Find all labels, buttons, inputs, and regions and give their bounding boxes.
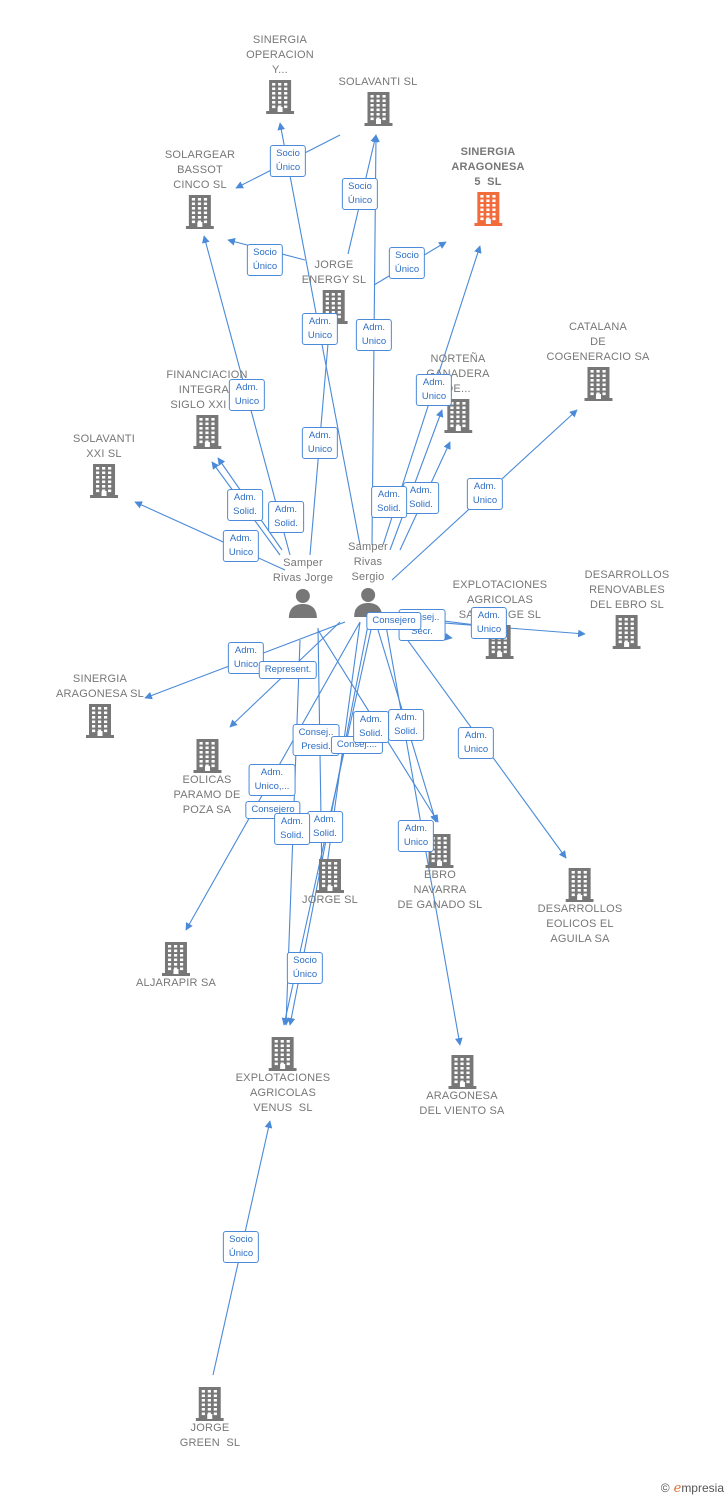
relation-label[interactable]: Adm. Solid.	[307, 811, 343, 843]
company-node-solavanti-sl[interactable]: SOLAVANTI SL	[338, 75, 417, 126]
relation-label[interactable]: Adm. Unico	[466, 478, 504, 510]
node-label: EBRO NAVARRA DE GANADO SL	[397, 869, 483, 911]
relation-label[interactable]: Consejero	[366, 612, 422, 630]
company-node-eolicas-paramo[interactable]: EOLICAS PARAMO DE POZA SA	[174, 737, 241, 818]
node-label: SOLAVANTI XXI SL	[73, 433, 135, 460]
node-label: CATALANA DE COGENERACIO SA	[546, 321, 650, 363]
person-icon	[273, 588, 333, 618]
relation-label[interactable]: Adm. Unico	[397, 820, 435, 852]
company-node-aragonesa-viento[interactable]: ARAGONESA DEL VIENTO SA	[419, 1053, 504, 1119]
building-icon	[451, 192, 524, 226]
node-label: ARAGONESA DEL VIENTO SA	[419, 1090, 505, 1117]
company-node-desarrollos-aguila[interactable]: DESARROLLOS EOLICOS EL AGUILA SA	[538, 866, 623, 947]
relation-label[interactable]: Adm. Unico	[228, 379, 266, 411]
relation-label[interactable]: Adm. Solid.	[371, 486, 407, 518]
company-node-catalana[interactable]: CATALANA DE COGENERACIO SA	[546, 320, 649, 401]
relation-label[interactable]: Adm. Unico	[415, 374, 453, 406]
node-label: SINERGIA ARAGONESA SL	[56, 673, 144, 700]
relation-label[interactable]: Adm. Unico	[457, 727, 495, 759]
person-node-samper-sergio[interactable]: Samper Rivas Sergio	[348, 540, 388, 617]
company-node-sinergia5[interactable]: SINERGIA ARAGONESA 5 SL	[451, 145, 524, 226]
relation-edge	[389, 409, 444, 551]
relation-label[interactable]: Adm. Solid.	[227, 489, 263, 521]
relation-label[interactable]: Socio Único	[246, 244, 284, 276]
relation-label[interactable]: Adm. Unico	[470, 607, 508, 639]
company-node-sinergia-sl[interactable]: SINERGIA ARAGONESA SL	[56, 672, 144, 738]
node-label: DESARROLLOS RENOVABLES DEL EBRO SL	[584, 569, 670, 611]
relation-label[interactable]: Adm. Unico	[301, 313, 339, 345]
node-label: Samper Rivas Sergio	[348, 541, 388, 583]
relation-edge	[134, 501, 286, 571]
company-node-solargear[interactable]: SOLARGEAR BASSOT CINCO SL	[165, 148, 235, 229]
person-node-samper-jorge[interactable]: Samper Rivas Jorge	[273, 556, 333, 618]
company-node-explot-venus[interactable]: EXPLOTACIONES AGRICOLAS VENUS SL	[236, 1035, 331, 1116]
building-icon	[174, 739, 241, 773]
building-icon	[419, 1055, 504, 1089]
building-icon	[538, 868, 623, 902]
brand-logo: ©empresia	[661, 1481, 724, 1496]
node-label: Samper Rivas Jorge	[272, 557, 334, 584]
company-node-aljarapir[interactable]: ALJARAPIR SA	[136, 940, 216, 991]
building-icon	[236, 1037, 331, 1071]
node-label: JORGE GREEN SL	[179, 1422, 241, 1449]
relation-label[interactable]: Adm. Unico	[227, 642, 265, 674]
brand-name: mpresia	[681, 1481, 724, 1495]
relation-label[interactable]: Adm. Unico	[222, 530, 260, 562]
relation-label[interactable]: Adm. Unico,...	[248, 764, 296, 796]
relation-label[interactable]: Socio Único	[286, 952, 324, 984]
brand-initial: e	[673, 1481, 682, 1496]
relation-label[interactable]: Adm. Unico	[355, 319, 393, 351]
node-label: EXPLOTACIONES AGRICOLAS VENUS SL	[235, 1072, 331, 1114]
relation-label[interactable]: Socio Único	[388, 247, 426, 279]
relation-label[interactable]: Adm. Solid.	[268, 501, 304, 533]
node-label: SOLARGEAR BASSOT CINCO SL	[164, 149, 236, 191]
node-label: DESARROLLOS EOLICOS EL AGUILA SA	[537, 903, 623, 945]
building-icon	[398, 834, 483, 868]
building-icon	[73, 464, 135, 498]
relation-label[interactable]: Socio Único	[269, 145, 307, 177]
building-icon	[56, 704, 144, 738]
building-icon	[180, 1387, 241, 1421]
building-icon	[302, 859, 358, 893]
building-icon	[338, 92, 417, 126]
node-label: JORGE SL	[301, 894, 359, 906]
relation-label[interactable]: Adm. Solid.	[274, 813, 310, 845]
building-icon	[166, 415, 247, 449]
relation-label[interactable]: Adm. Solid.	[388, 709, 424, 741]
building-icon	[585, 615, 670, 649]
company-node-ebro-navarra[interactable]: EBRO NAVARRA DE GANADO SL	[398, 832, 483, 913]
company-node-solavanti-xxi[interactable]: SOLAVANTI XXI SL	[73, 432, 135, 498]
relation-label[interactable]: Represent.	[258, 661, 318, 679]
building-icon	[246, 80, 314, 114]
relation-label[interactable]: Adm. Unico	[301, 427, 339, 459]
copyright-symbol: ©	[660, 1481, 670, 1495]
company-node-sinergia-op[interactable]: SINERGIA OPERACION Y...	[246, 33, 314, 114]
company-node-jorge-sl[interactable]: JORGE SL	[302, 857, 358, 908]
node-label: SINERGIA OPERACION Y...	[246, 34, 314, 76]
company-node-jorge-green[interactable]: JORGE GREEN SL	[180, 1385, 241, 1451]
relation-label[interactable]: Socio Único	[222, 1231, 260, 1263]
node-label: ALJARAPIR SA	[135, 977, 217, 989]
company-node-desarrollos-ebro[interactable]: DESARROLLOS RENOVABLES DEL EBRO SL	[585, 568, 670, 649]
building-icon	[426, 399, 489, 433]
node-label: SINERGIA ARAGONESA 5 SL	[451, 146, 525, 188]
relation-label[interactable]: Socio Único	[341, 178, 379, 210]
building-icon	[546, 367, 649, 401]
building-icon	[165, 195, 235, 229]
node-label: SOLAVANTI SL	[338, 76, 418, 88]
building-icon	[136, 942, 216, 976]
node-label: EOLICAS PARAMO DE POZA SA	[173, 774, 241, 816]
relation-label[interactable]: Adm. Solid.	[353, 711, 389, 743]
relation-label[interactable]: Adm. Solid.	[403, 482, 439, 514]
node-label: JORGE ENERGY SL	[301, 259, 367, 286]
